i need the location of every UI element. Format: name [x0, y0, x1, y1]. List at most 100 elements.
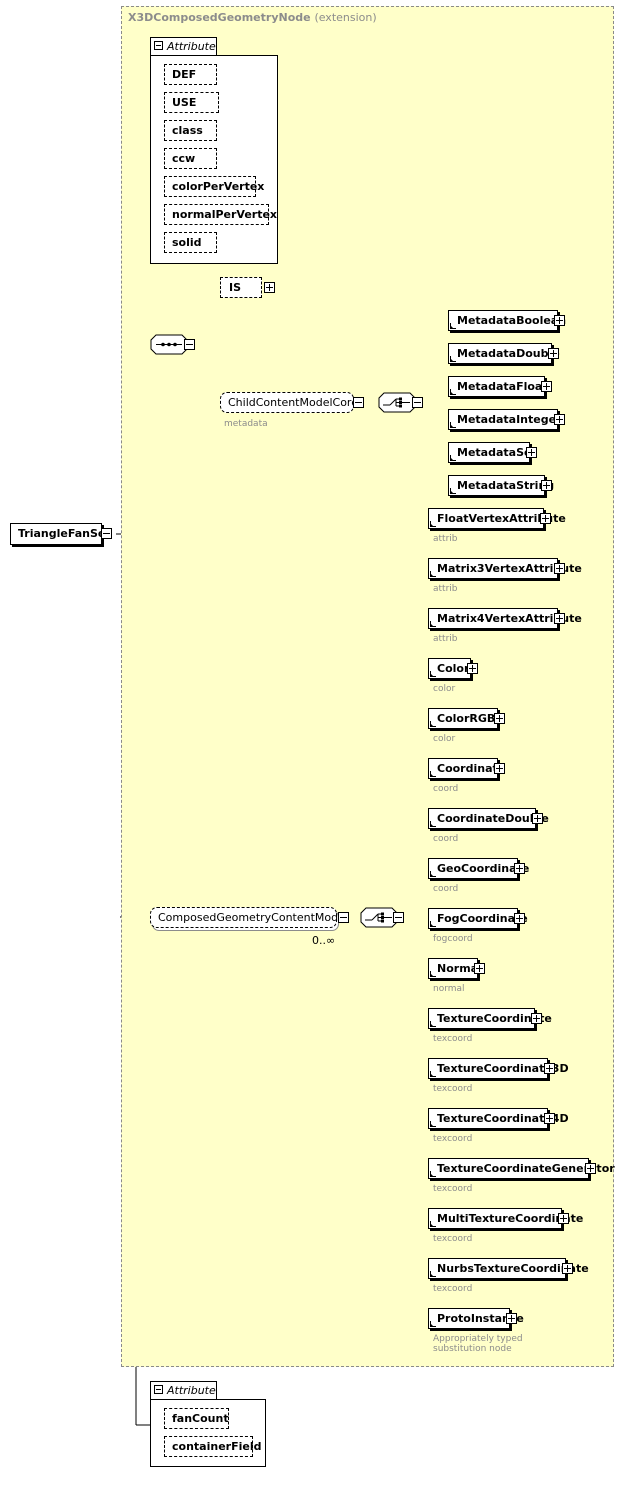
child-content-model-core-label: ChildContentModelCore [228, 396, 358, 409]
element-label: TextureCoordinate3D [437, 1062, 569, 1075]
attribute-fan-count[interactable]: fanCount [164, 1408, 229, 1429]
metadata-choice-collapse-icon[interactable] [412, 397, 423, 408]
element-texture-coordinate[interactable]: TextureCoordinate [428, 1008, 552, 1029]
element-sub-label: attrib [433, 634, 458, 644]
attribute-use[interactable]: USE [164, 92, 219, 113]
element-metadata-integer[interactable]: MetadataInteger [448, 409, 561, 430]
attribute-def[interactable]: DEF [164, 64, 217, 85]
composed-geometry-collapse-icon[interactable] [338, 912, 349, 923]
composed-geometry-cardinality: 0..∞ [312, 934, 336, 947]
element-texture-coordinate3-d[interactable]: TextureCoordinate3D [428, 1058, 569, 1079]
element-metadata-string[interactable]: MetadataString [448, 475, 554, 496]
expand-icon[interactable] [544, 1113, 555, 1124]
expand-icon[interactable] [514, 863, 525, 874]
is-element-label: IS [229, 281, 242, 294]
element-multi-texture-coordinate[interactable]: MultiTextureCoordinate [428, 1208, 583, 1229]
element-matrix4-vertex-attribute[interactable]: Matrix4VertexAttribute [428, 608, 582, 629]
element-texture-coordinate-generator[interactable]: TextureCoordinateGenerator [428, 1158, 615, 1179]
is-element-expand-icon[interactable] [264, 282, 275, 293]
is-element[interactable]: IS [220, 277, 262, 298]
attribute-group-2-collapse-icon[interactable] [154, 1385, 163, 1394]
composed-geometry-content-model-group[interactable]: ComposedGeometryContentModel [150, 907, 348, 928]
root-collapse-icon[interactable] [101, 528, 112, 539]
element-color[interactable]: Color [428, 658, 471, 679]
expand-icon[interactable] [554, 414, 565, 425]
expand-icon[interactable] [474, 963, 485, 974]
element-label: Matrix4VertexAttribute [437, 612, 582, 625]
element-nurbs-texture-coordinate[interactable]: NurbsTextureCoordinate [428, 1258, 589, 1279]
element-label: MetadataSet [457, 446, 537, 459]
element-sub-label: fogcoord [433, 934, 473, 944]
element-metadata-boolean[interactable]: MetadataBoolean [448, 310, 566, 331]
element-metadata-set[interactable]: MetadataSet [448, 442, 537, 463]
expand-icon[interactable] [506, 1313, 517, 1324]
element-sub-label: texcoord [433, 1034, 473, 1044]
element-label: TextureCoordinate4D [437, 1112, 569, 1125]
element-sub-label: coord [433, 784, 459, 794]
expand-icon[interactable] [585, 1163, 596, 1174]
expand-icon[interactable] [558, 1213, 569, 1224]
attribute-class[interactable]: class [164, 120, 217, 141]
expand-icon[interactable] [494, 763, 505, 774]
expand-icon[interactable] [540, 513, 551, 524]
extension-tag: (extension) [314, 11, 377, 24]
expand-icon[interactable] [562, 1263, 573, 1274]
expand-icon[interactable] [526, 447, 537, 458]
attribute-solid[interactable]: solid [164, 232, 217, 253]
element-texture-coordinate4-d[interactable]: TextureCoordinate4D [428, 1108, 569, 1129]
element-color-rgba[interactable]: ColorRGBA [428, 708, 504, 729]
attribute-normal-per-vertex[interactable]: normalPerVertex [164, 204, 277, 225]
expand-icon[interactable] [554, 315, 565, 326]
expand-icon[interactable] [494, 713, 505, 724]
attribute-container-field[interactable]: containerField [164, 1436, 261, 1457]
element-sub-label: color [433, 734, 456, 744]
root-element[interactable]: TriangleFanSet [10, 523, 111, 545]
element-label: CoordinateDouble [437, 812, 549, 825]
attribute-group-2-tab[interactable]: Attribute [150, 1381, 217, 1400]
attribute-color-per-vertex[interactable]: colorPerVertex [164, 176, 264, 197]
element-normal[interactable]: Normal [428, 958, 482, 979]
child-content-collapse-icon[interactable] [353, 397, 364, 408]
choice-compositor-icon [378, 392, 416, 413]
element-sub-label: texcoord [433, 1234, 473, 1244]
element-matrix3-vertex-attribute[interactable]: Matrix3VertexAttribute [428, 558, 582, 579]
element-label: Matrix3VertexAttribute [437, 562, 582, 575]
attribute-group-1-collapse-icon[interactable] [154, 41, 163, 50]
expand-icon[interactable] [514, 913, 525, 924]
expand-icon[interactable] [541, 381, 552, 392]
expand-icon[interactable] [544, 1063, 555, 1074]
element-proto-instance[interactable]: ProtoInstance [428, 1308, 524, 1329]
element-label: TextureCoordinate [437, 1012, 552, 1025]
element-sub-label: attrib [433, 534, 458, 544]
element-sub-label: texcoord [433, 1134, 473, 1144]
element-coordinate[interactable]: Coordinate [428, 758, 505, 779]
element-coordinate-double[interactable]: CoordinateDouble [428, 808, 549, 829]
attribute-ccw[interactable]: ccw [164, 148, 217, 169]
element-sub-label: texcoord [433, 1184, 473, 1194]
attribute-group-1-tab[interactable]: Attribute [150, 37, 217, 56]
expand-icon[interactable] [532, 813, 543, 824]
element-sub-label: Appropriately typed substitution node [433, 1334, 523, 1354]
element-label: ProtoInstance [437, 1312, 524, 1325]
expand-icon[interactable] [467, 663, 478, 674]
extension-base: X3DComposedGeometryNode [128, 11, 311, 24]
expand-icon[interactable] [554, 563, 565, 574]
expand-icon[interactable] [531, 1013, 542, 1024]
element-metadata-float[interactable]: MetadataFloat [448, 376, 548, 397]
expand-icon[interactable] [541, 480, 552, 491]
sequence-collapse-icon[interactable] [184, 339, 195, 350]
child-content-model-core-group[interactable]: ChildContentModelCore [220, 392, 358, 413]
element-sub-label: color [433, 684, 456, 694]
element-geo-coordinate[interactable]: GeoCoordinate [428, 858, 529, 879]
extension-title: X3DComposedGeometryNode (extension) [128, 11, 377, 24]
element-metadata-double[interactable]: MetadataDouble [448, 343, 560, 364]
attribute-group-2-label: Attribute [167, 1384, 216, 1397]
element-sub-label: texcoord [433, 1084, 473, 1094]
element-sub-label: normal [433, 984, 465, 994]
expand-icon[interactable] [548, 348, 559, 359]
element-fog-coordinate[interactable]: FogCoordinate [428, 908, 528, 929]
expand-icon[interactable] [554, 613, 565, 624]
element-float-vertex-attribute[interactable]: FloatVertexAttribute [428, 508, 566, 529]
geometry-choice-collapse-icon[interactable] [393, 912, 404, 923]
element-label: MetadataBoolean [457, 314, 567, 327]
